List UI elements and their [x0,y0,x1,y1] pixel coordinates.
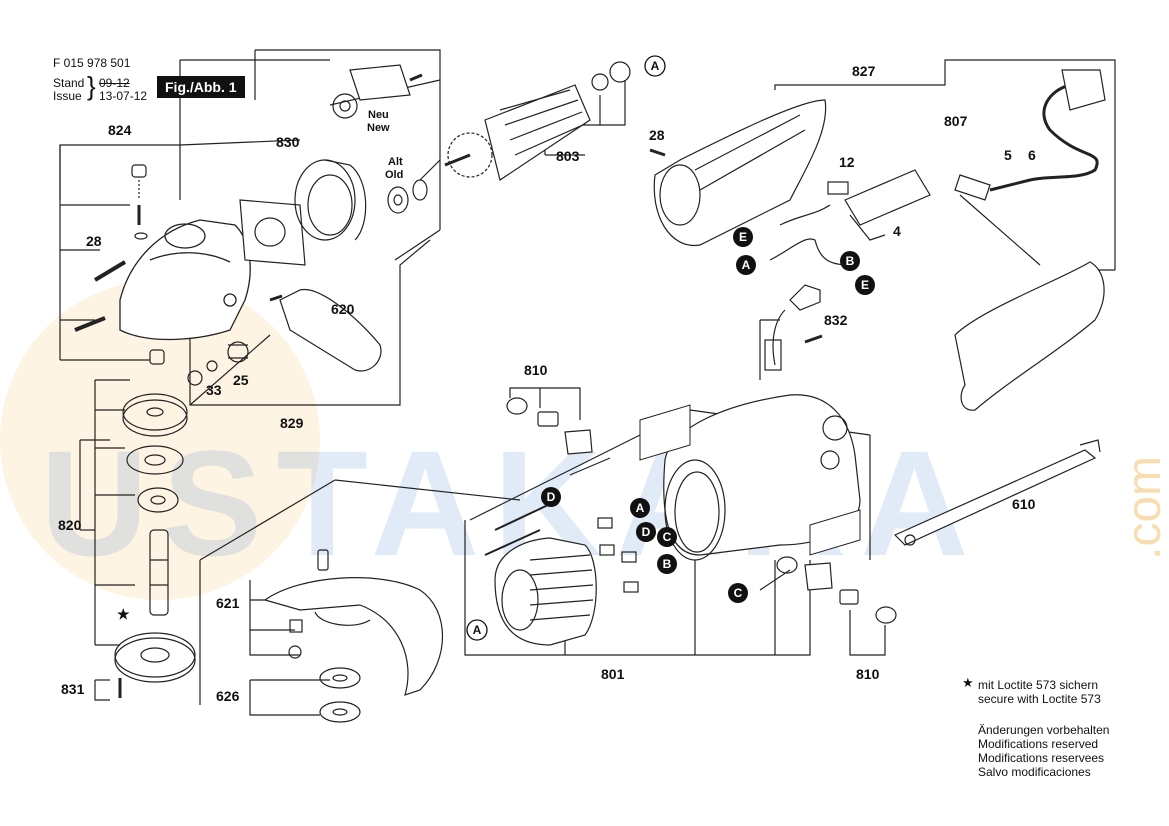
part-810-top: 810 [524,362,548,378]
screws-28-left [74,260,127,332]
connector-B-plug: B [657,554,677,574]
old-date: 09-12 [99,76,130,90]
connector-b-plug-letter: B [663,557,672,571]
part-810-bottom: 810 [856,666,880,682]
figure-label: Fig./Abb. 1 [157,76,245,98]
part-610: 610 [1012,496,1036,512]
part-820: 820 [58,517,82,533]
part-33: 33 [206,382,222,398]
part-807: 807 [944,113,968,129]
connector-C-plug: C [657,527,677,547]
part-28-left: 28 [86,233,102,249]
note-mods-es: Salvo modificaciones [978,765,1091,779]
part-803: 803 [556,148,580,164]
connector-D-plug: D [636,522,656,542]
connector-e-wire2-letter: E [861,278,869,292]
connector-a-coil-letter: A [473,623,482,637]
connector-A-plug: A [630,498,650,518]
new-date: 13-07-12 [99,89,148,103]
part-829: 829 [280,415,304,431]
connector-C-lead: C [728,583,748,603]
part-28-right: 28 [649,127,665,143]
new-label: New [367,122,390,134]
part-824: 824 [108,122,132,138]
neu-label: Neu [368,109,389,121]
guard-drawing [263,549,444,696]
part-827: 827 [852,63,876,79]
part-6: 6 [1028,147,1036,163]
part-12: 12 [839,154,855,170]
pinion-25 [227,341,249,363]
connector-c-plug-letter: C [663,530,672,544]
connector-D-top: D [541,487,561,507]
spanner-drawing [893,439,1101,546]
part-5: 5 [1004,147,1012,163]
armature-drawing [444,61,631,181]
connector-E-wire1: E [733,227,753,247]
alt-label: Alt [388,156,403,168]
connector-A-wire: A [736,255,756,275]
connector-d-plug-letter: D [642,525,651,539]
motor-housing-drawing [663,394,861,561]
connector-d-top-letter: D [547,490,556,504]
part-25: 25 [233,372,249,388]
note-star: ★ [962,675,974,690]
part-620: 620 [331,301,355,317]
connector-a-plug-letter: A [636,501,645,515]
note-loctite-de: mit Loctite 573 sichern [978,678,1099,692]
part-621: 621 [216,595,240,611]
part-4: 4 [893,223,901,239]
connector-a-top-letter: A [651,59,660,73]
connector-A-coil: A [466,619,488,641]
svg-text:.com: .com [1118,456,1169,560]
old-label: Old [385,169,404,181]
bracket-824 [59,59,330,361]
field-coil-drawing [494,537,597,646]
note-mods-fr: Modifications reservees [978,751,1105,765]
connector-c-lead-letter: C [734,586,743,600]
doc-number: F 015 978 501 [53,56,131,70]
stand-label: Stand [53,76,85,90]
part-831: 831 [61,681,85,697]
bracket-820 [79,379,135,646]
note-mods-de: Änderungen vorbehalten [978,723,1110,737]
connector-E-wire2: E [855,275,875,295]
handle-housing-drawing [653,99,827,246]
note-mods-en: Modifications reserved [978,737,1099,751]
side-handle-drawing [269,288,382,372]
star-mark: ★ [117,606,130,622]
issue-label: Issue [53,89,82,103]
part-830: 830 [276,134,300,150]
connector-b-wire-letter: B [846,254,855,268]
note-loctite-en: secure with Loctite 573 [978,692,1101,706]
connector-a-wire-letter: A [742,258,751,272]
connector-A-top: A [644,55,666,77]
brace: } [87,71,96,101]
connector-e-wire1-letter: E [739,230,747,244]
part-801: 801 [601,666,625,682]
connector-B-wire: B [840,251,860,271]
part-832: 832 [824,312,848,328]
part-626: 626 [216,688,240,704]
